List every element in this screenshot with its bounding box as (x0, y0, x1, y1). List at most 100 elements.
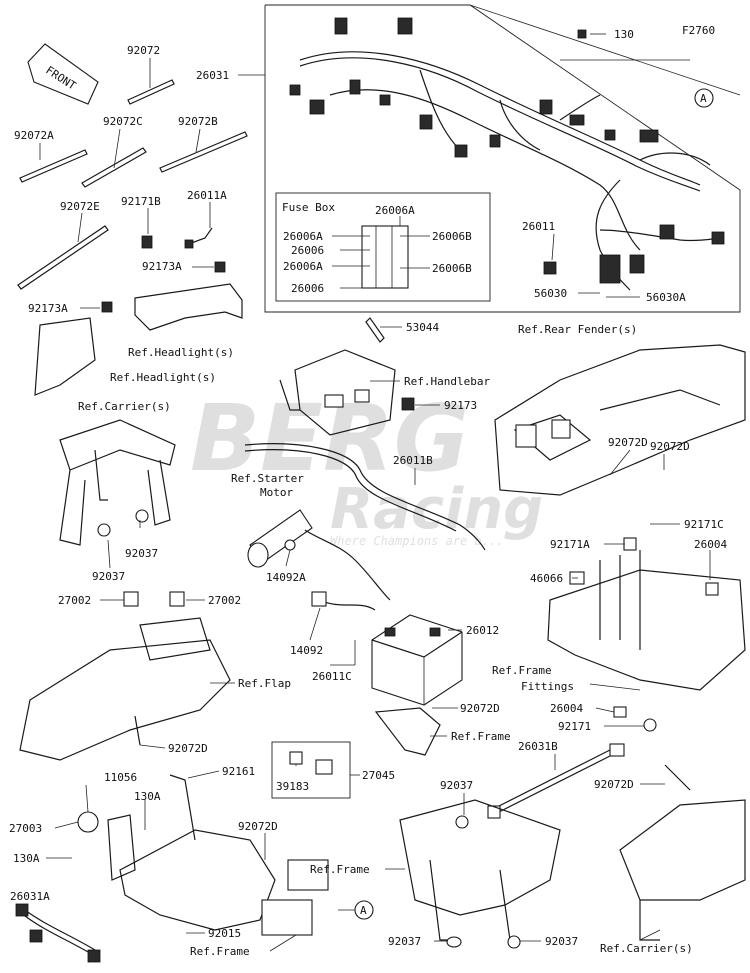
battery-cable (311, 591, 376, 611)
label-26011: 26011 (522, 220, 555, 233)
label-39183: 39183 (276, 780, 309, 793)
label-27002-left: 27002 (58, 594, 91, 607)
flap-assembly (19, 591, 231, 761)
frame-lower-mid (399, 799, 561, 949)
fuse-label-r1: 26006B (432, 230, 472, 243)
label-130a-left: 130A (13, 852, 40, 865)
frame-lower-left (77, 774, 329, 936)
label-92037-e: 92037 (545, 935, 578, 948)
frame-bracket-mid (374, 707, 441, 756)
ref-headlight-1: Ref.Headlight(s) (128, 346, 234, 359)
label-92072: 92072 (127, 44, 160, 57)
ref-frame-mid: Ref.Frame (451, 730, 511, 743)
label-92037-c: 92037 (440, 779, 473, 792)
label-92072c: 92072C (103, 115, 143, 128)
label-92072d-f: 92072D (594, 778, 634, 791)
watermark-tagline: Where Champions are b... (330, 534, 503, 548)
label-92171b: 92171B (121, 195, 161, 208)
label-92173: 92173 (444, 399, 477, 412)
part-labels: 92072 26031 130 92072A 92072C 92072B 920… (9, 28, 727, 948)
label-14092a: 14092A (266, 571, 306, 584)
label-53044: 53044 (406, 321, 439, 334)
ref-frame-fittings-2: Fittings (521, 680, 574, 693)
diagram-code: F2760 (682, 24, 715, 37)
starter-motor (247, 509, 391, 601)
label-130a-top: 130A (134, 790, 161, 803)
leader-lines (39, 33, 711, 952)
label-92072d-a: 92072D (650, 440, 690, 453)
label-92072d-b: 92072D (608, 436, 648, 449)
fuse-box-title: Fuse Box (282, 201, 335, 214)
reference-labels: Ref.Headlight(s) Ref.Headlight(s) Ref.Ca… (78, 323, 693, 958)
ref-headlight-2: Ref.Headlight(s) (110, 371, 216, 384)
ref-frame-bottom: Ref.Frame (190, 945, 250, 958)
ref-starter-2: Motor (260, 486, 293, 499)
callout-a-top: A (694, 88, 714, 108)
label-26011b: 26011B (393, 454, 433, 467)
sub-harness-26031a (15, 903, 101, 963)
callout-a-label: A (360, 904, 367, 917)
label-26031a: 26031A (10, 890, 50, 903)
label-26004-bottom: 26004 (550, 702, 583, 715)
fuse-label-r2: 26006B (432, 262, 472, 275)
main-wire-harness (289, 17, 725, 291)
ref-handlebar: Ref.Handlebar (404, 375, 490, 388)
fuse-label-l1: 26006A (283, 230, 323, 243)
label-26012: 26012 (466, 624, 499, 637)
fuse-label-l4: 26006 (291, 282, 324, 295)
ref-carrier-bottom: Ref.Carrier(s) (600, 942, 693, 955)
battery (371, 614, 463, 706)
label-92037-d: 92037 (388, 935, 421, 948)
label-27045: 27045 (362, 769, 395, 782)
label-92171: 92171 (558, 720, 591, 733)
starter-cable (244, 443, 486, 551)
label-26004-top: 26004 (694, 538, 727, 551)
label-92171a: 92171A (550, 538, 590, 551)
fuse-box-panel: Fuse Box 26006A 26006A 26006 26006A 2600… (275, 192, 491, 302)
label-92037-a: 92037 (125, 547, 158, 560)
label-27003: 27003 (9, 822, 42, 835)
carrier-top (59, 419, 176, 546)
ref-frame-fittings-1: Ref.Frame (492, 664, 552, 677)
label-92072b: 92072B (178, 115, 218, 128)
label-14092: 14092 (290, 644, 323, 657)
ref-flap: Ref.Flap (238, 677, 291, 690)
cable-ties (17, 79, 248, 290)
harness-box (264, 4, 741, 313)
fuse-label-l3: 26006A (283, 260, 323, 273)
fuse-label-l2: 26006 (291, 244, 324, 257)
label-92171c: 92171C (684, 518, 724, 531)
label-11056: 11056 (104, 771, 137, 784)
label-92072e: 92072E (60, 200, 100, 213)
label-92072d-e: 92072D (238, 820, 278, 833)
rear-fender (494, 344, 746, 496)
label-26031: 26031 (196, 69, 229, 82)
label-92037-b: 92037 (92, 570, 125, 583)
label-56030a: 56030A (646, 291, 686, 304)
ref-starter-1: Ref.Starter (231, 472, 304, 485)
label-26011a: 26011A (187, 189, 227, 202)
label-27002-right: 27002 (208, 594, 241, 607)
callout-a-bottom: A (338, 900, 374, 920)
handlebar-bracket (279, 349, 396, 436)
label-92072a: 92072A (14, 129, 54, 142)
label-26011c: 26011C (312, 670, 352, 683)
carrier-bottom (619, 764, 746, 941)
connector-box (271, 741, 351, 799)
label-26031b: 26031B (518, 740, 558, 753)
headlight-bracket (34, 283, 243, 396)
label-46066: 46066 (530, 572, 563, 585)
label-92015: 92015 (208, 927, 241, 940)
label-92072d-c: 92072D (168, 742, 208, 755)
ref-rear-fender: Ref.Rear Fender(s) (518, 323, 637, 336)
watermark-sub: Racing (330, 477, 543, 542)
label-92173a-left: 92173A (28, 302, 68, 315)
front-arrow: FRONT (27, 43, 99, 105)
label-92173a-right: 92173A (142, 260, 182, 273)
label-130: 130 (614, 28, 634, 41)
label-92161: 92161 (222, 765, 255, 778)
ref-carrier-top: Ref.Carrier(s) (78, 400, 171, 413)
label-56030: 56030 (534, 287, 567, 300)
